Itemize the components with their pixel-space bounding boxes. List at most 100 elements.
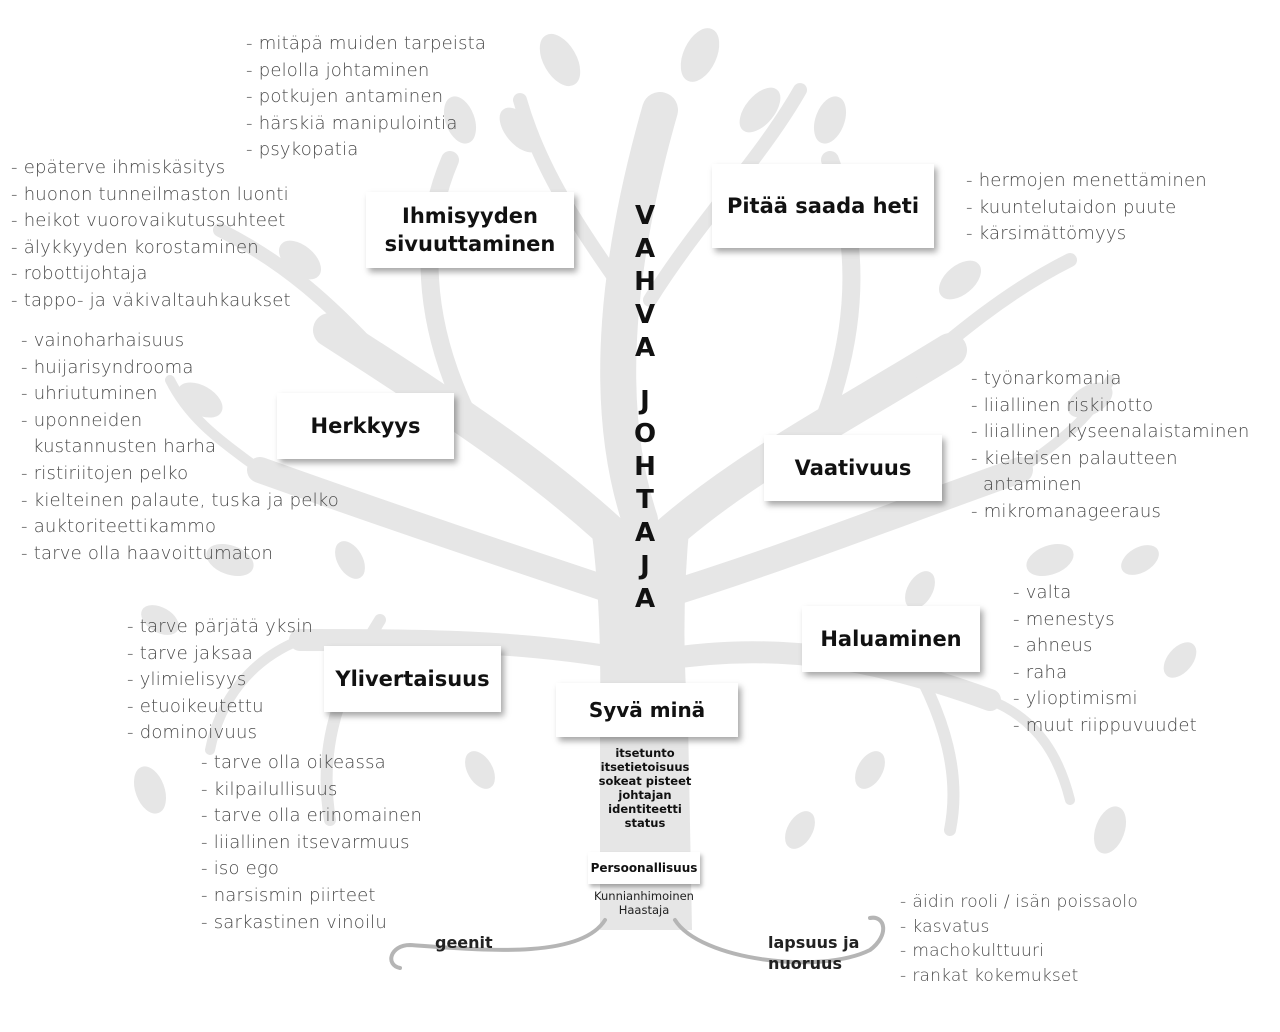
list-item: antaminen (983, 474, 1082, 496)
box-vaativuus: Vaativuus (764, 435, 942, 501)
box-title: Ylivertaisuus (335, 667, 490, 691)
list-item: -tarve pärjätä yksin (127, 616, 314, 637)
list-item: -liiallinen kyseenalaistaminen (971, 421, 1250, 443)
list-item: -kärsimättömyys (966, 223, 1127, 245)
trunk-item: itsetunto (615, 746, 675, 760)
list-item: -auktoriteettikammo (21, 516, 217, 538)
root-label-text: lapsuus ja (768, 933, 860, 952)
list-item: -rankat kokemukset (900, 965, 1079, 986)
list-item: -mitäpä muiden tarpeista (246, 33, 487, 54)
personality-sub: Kunnianhimoinen Haastaja (584, 889, 704, 917)
box-ihmisyyden-sivuuttaminen: Ihmisyyden sivuuttaminen (366, 192, 574, 268)
vertical-title: V A H V A J O H T A J A (628, 200, 662, 616)
list-item: -raha (1013, 661, 1068, 683)
list-item: kustannusten harha (33, 436, 217, 458)
list-item: -psykopatia (246, 139, 359, 161)
title-letter (628, 365, 662, 385)
title-letter: V (634, 201, 656, 231)
list-item: -narsismin piirteet (201, 884, 376, 906)
trunk-item: itsetietoisuus (600, 760, 690, 774)
list-item: -liiallinen itsevarmuus (201, 831, 410, 853)
list-item: -vainoharhaisuus (21, 330, 185, 351)
box-herkkyys: Herkkyys (277, 393, 454, 459)
list-item: -sarkastinen vinoilu (201, 911, 387, 933)
list-item: -etuoikeutettu (127, 695, 264, 717)
list-item: -kilpailullisuus (201, 778, 338, 800)
list-item: -tarve olla erinomainen (201, 805, 423, 827)
personality-sub-item: Kunnianhimoinen (594, 889, 694, 903)
list-herkkyys: -vainoharhaisuus -huijarisyndrooma -uhri… (21, 328, 339, 567)
root-label-text: nuoruus (768, 954, 842, 973)
list-item: -heikot vuorovaikutussuhteet (11, 210, 286, 232)
title-letter: V (634, 300, 656, 330)
trunk-item: status (624, 816, 666, 830)
title-letter: T (636, 485, 654, 515)
list-item: -härskiä manipulointia (246, 112, 458, 134)
box-title-line: sivuuttaminen (384, 232, 556, 256)
title-letter: H (634, 267, 656, 297)
box-ylivertaisuus: Ylivertaisuus (324, 646, 501, 712)
list-item: -kasvatus (900, 916, 990, 937)
list-item: -tappo- ja väkivaltauhkaukset (11, 289, 291, 311)
list-item: -uponneiden (21, 409, 143, 431)
box-haluaminen: Haluaminen (802, 606, 980, 672)
list-item: -dominoivuus (127, 722, 258, 744)
list-roots-right: -äidin rooli / isän poissaolo -kasvatus … (900, 890, 1138, 988)
title-letter: A (634, 584, 656, 614)
list-item: -pelolla johtaminen (246, 59, 430, 81)
list-item: -mikromanageeraus (971, 500, 1162, 522)
title-letter: A (634, 518, 656, 548)
list-item: -ylimielisyys (127, 669, 247, 691)
list-pitaa: -hermojen menettäminen -kuuntelutaidon p… (966, 168, 1207, 248)
root-label-geenit: geenit (435, 932, 493, 953)
trunk-items: itsetunto itsetietoisuus sokeat pisteet … (586, 746, 704, 830)
list-item: -valta (1013, 582, 1072, 603)
list-item: -machokulttuuri (900, 941, 1045, 961)
list-item: -ahneus (1013, 635, 1093, 657)
title-letter: H (634, 452, 656, 482)
box-pitaa-saada-heti: Pitää saada heti (712, 164, 934, 248)
box-title: Syvä minä (588, 698, 706, 722)
title-letter: O (633, 419, 657, 449)
list-item: -iso ego (201, 858, 280, 880)
list-item: -robottijohtaja (11, 263, 148, 285)
list-item: -kielteisen palautteen (971, 447, 1178, 469)
list-item: -tarve olla haavoittumaton (21, 542, 274, 564)
list-item: -liiallinen riskinotto (971, 394, 1154, 416)
list-item: -hermojen menettäminen (966, 170, 1207, 191)
list-ylivertaisuus-bottom: -tarve olla oikeassa -kilpailullisuus -t… (201, 750, 422, 936)
box-title: Vaativuus (794, 456, 912, 480)
title-letter: A (634, 234, 656, 264)
list-item: -tarve olla oikeassa (201, 752, 386, 773)
root-label-text: geenit (435, 933, 493, 952)
box-title: Pitää saada heti (726, 194, 920, 218)
box-title: Persoonallisuus (590, 861, 698, 875)
list-item: -uhriutuminen (21, 383, 158, 405)
root-label-lapsuus: lapsuus ja nuoruus (768, 932, 859, 974)
list-item: -tarve jaksaa (127, 642, 253, 664)
trunk-item: sokeat pisteet (598, 774, 692, 788)
box-persoonallisuus: Persoonallisuus (588, 852, 700, 884)
list-item: -ristiriitojen pelko (21, 462, 189, 484)
personality-sub-item: Haastaja (618, 903, 670, 917)
list-item: -epäterve ihmiskäsitys (11, 157, 226, 178)
box-syva-mina: Syvä minä (556, 683, 738, 737)
list-haluaminen: -valta -menestys -ahneus -raha -ylioptim… (1013, 580, 1197, 740)
list-item: -kuuntelutaidon puute (966, 196, 1177, 218)
trunk-item: identiteetti (608, 802, 682, 816)
title-letter: J (640, 551, 650, 581)
list-ihmisyys-left: -epäterve ihmiskäsitys -huonon tunneilma… (11, 155, 291, 315)
title-letter: J (640, 386, 650, 416)
list-item: -huonon tunneilmaston luonti (11, 183, 289, 205)
list-item: -potkujen antaminen (246, 86, 444, 108)
box-title-line: Ihmisyyden (402, 204, 538, 228)
list-item: -työnarkomania (971, 368, 1122, 389)
box-title: Haluaminen (820, 627, 962, 651)
list-item: -huijarisyndrooma (21, 356, 194, 378)
trunk-item: johtajan (618, 788, 672, 802)
list-vaativuus: -työnarkomania -liiallinen riskinotto -l… (971, 366, 1249, 526)
list-ihmisyys-top: -mitäpä muiden tarpeista -pelolla johtam… (246, 31, 486, 164)
list-item: -muut riippuvuudet (1013, 714, 1197, 736)
list-item: -kielteinen palaute, tuska ja pelko (21, 489, 339, 511)
